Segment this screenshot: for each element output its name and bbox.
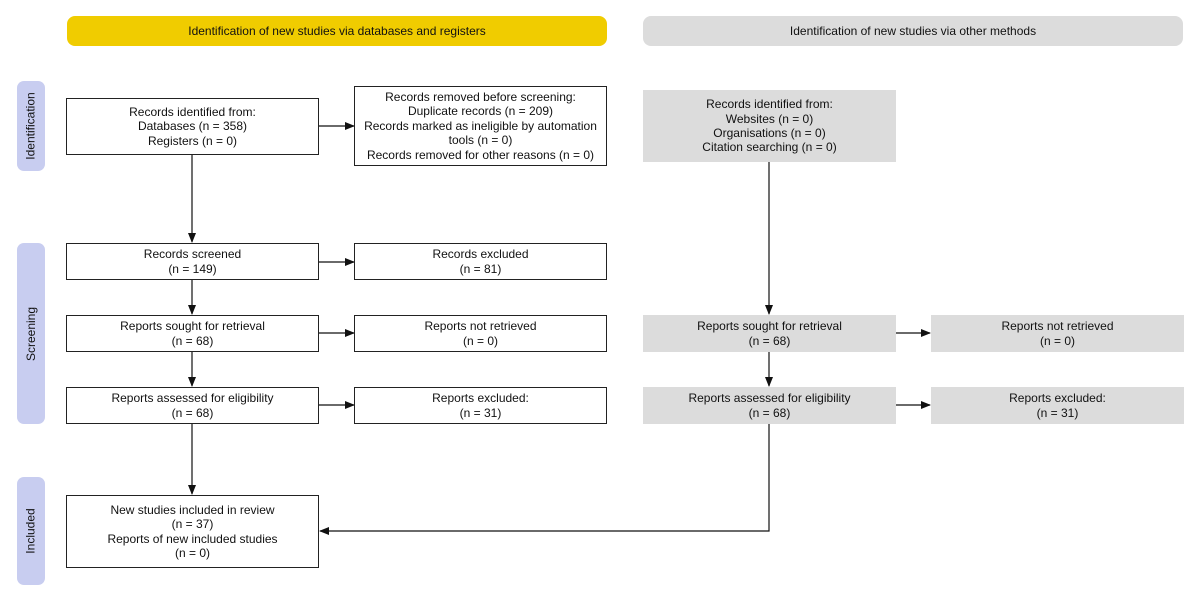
- other-reports-excluded-line-2: (n = 31): [1036, 405, 1079, 420]
- db-reports-excluded-line-1: Reports excluded:: [432, 391, 529, 406]
- db-records-excluded: Records excluded (n = 81): [354, 243, 607, 280]
- db-sought-line-2: (n = 68): [171, 333, 214, 348]
- db-reports-assessed: Reports assessed for eligibility (n = 68…: [66, 387, 319, 424]
- db-records-removed: Records removed before screening: Duplic…: [354, 86, 607, 166]
- db-identified-line-1: Records identified from:: [129, 104, 256, 119]
- db-assessed-line-2: (n = 68): [171, 405, 214, 420]
- phase-screening-label: Screening: [24, 306, 39, 361]
- db-excluded-line-2: (n = 81): [459, 261, 502, 276]
- arrow-other-assessed-to-included: [319, 424, 770, 535]
- db-not-retrieved-line-2: (n = 0): [462, 333, 498, 348]
- db-reports-excluded-line-2: (n = 31): [459, 405, 502, 420]
- db-identified-line-3: Registers (n = 0): [147, 133, 238, 148]
- db-screened-line-1: Records screened: [143, 247, 242, 262]
- db-reports-excluded: Reports excluded: (n = 31): [354, 387, 607, 424]
- other-identified-line-1: Records identified from:: [706, 97, 833, 112]
- db-removed-line-5: Records removed for other reasons (n = 0…: [366, 147, 595, 162]
- other-not-retrieved-line-1: Reports not retrieved: [1001, 319, 1114, 334]
- other-reports-not-retrieved: Reports not retrieved (n = 0): [931, 315, 1184, 352]
- other-sought-line-1: Reports sought for retrieval: [697, 319, 842, 334]
- db-assessed-line-1: Reports assessed for eligibility: [111, 391, 274, 406]
- db-included-line-3: Reports of new included studies: [107, 531, 278, 546]
- other-identified-line-4: Citation searching (n = 0): [702, 140, 837, 155]
- db-removed-line-4: tools (n = 0): [448, 133, 513, 148]
- other-not-retrieved-line-2: (n = 0): [1039, 333, 1075, 348]
- phase-identification-label: Identification: [24, 92, 39, 160]
- other-reports-excluded-line-1: Reports excluded:: [1009, 391, 1106, 406]
- db-reports-not-retrieved: Reports not retrieved (n = 0): [354, 315, 607, 352]
- db-removed-line-1: Records removed before screening:: [385, 89, 576, 104]
- db-removed-line-2: Duplicate records (n = 209): [407, 104, 554, 119]
- header-other-methods: Identification of new studies via other …: [643, 16, 1183, 46]
- db-studies-included: New studies included in review (n = 37) …: [66, 495, 319, 568]
- db-not-retrieved-line-1: Reports not retrieved: [424, 319, 537, 334]
- other-reports-excluded: Reports excluded: (n = 31): [931, 387, 1184, 424]
- other-identified-line-3: Organisations (n = 0): [713, 126, 826, 140]
- other-sought-line-2: (n = 68): [748, 333, 791, 348]
- phase-included-label: Included: [24, 508, 38, 554]
- db-removed-line-3: Records marked as ineligible by automati…: [364, 118, 597, 133]
- header-databases-text: Identification of new studies via databa…: [188, 24, 486, 38]
- header-other-text: Identification of new studies via other …: [789, 24, 1037, 38]
- other-assessed-line-1: Reports assessed for eligibility: [688, 391, 851, 406]
- db-records-screened: Records screened (n = 149): [66, 243, 319, 280]
- db-reports-sought: Reports sought for retrieval (n = 68): [66, 315, 319, 352]
- phase-included: Included: [17, 477, 45, 585]
- db-included-line-4: (n = 0): [174, 545, 210, 560]
- other-identified-line-2: Websites (n = 0): [725, 111, 814, 126]
- other-reports-sought: Reports sought for retrieval (n = 68): [643, 315, 896, 352]
- other-records-identified: Records identified from: Websites (n = 0…: [643, 90, 896, 162]
- db-records-identified: Records identified from: Databases (n = …: [66, 98, 319, 155]
- db-screened-line-2: (n = 149): [168, 261, 217, 276]
- db-included-line-2: (n = 37): [171, 517, 214, 532]
- phase-identification: Identification: [17, 81, 45, 171]
- db-excluded-line-1: Records excluded: [432, 247, 529, 262]
- db-sought-line-1: Reports sought for retrieval: [120, 319, 265, 334]
- db-included-line-1: New studies included in review: [110, 502, 275, 517]
- phase-screening: Screening: [17, 243, 45, 424]
- db-identified-line-2: Databases (n = 358): [137, 119, 248, 134]
- other-assessed-line-2: (n = 68): [748, 405, 791, 420]
- other-reports-assessed: Reports assessed for eligibility (n = 68…: [643, 387, 896, 424]
- header-databases: Identification of new studies via databa…: [67, 16, 607, 46]
